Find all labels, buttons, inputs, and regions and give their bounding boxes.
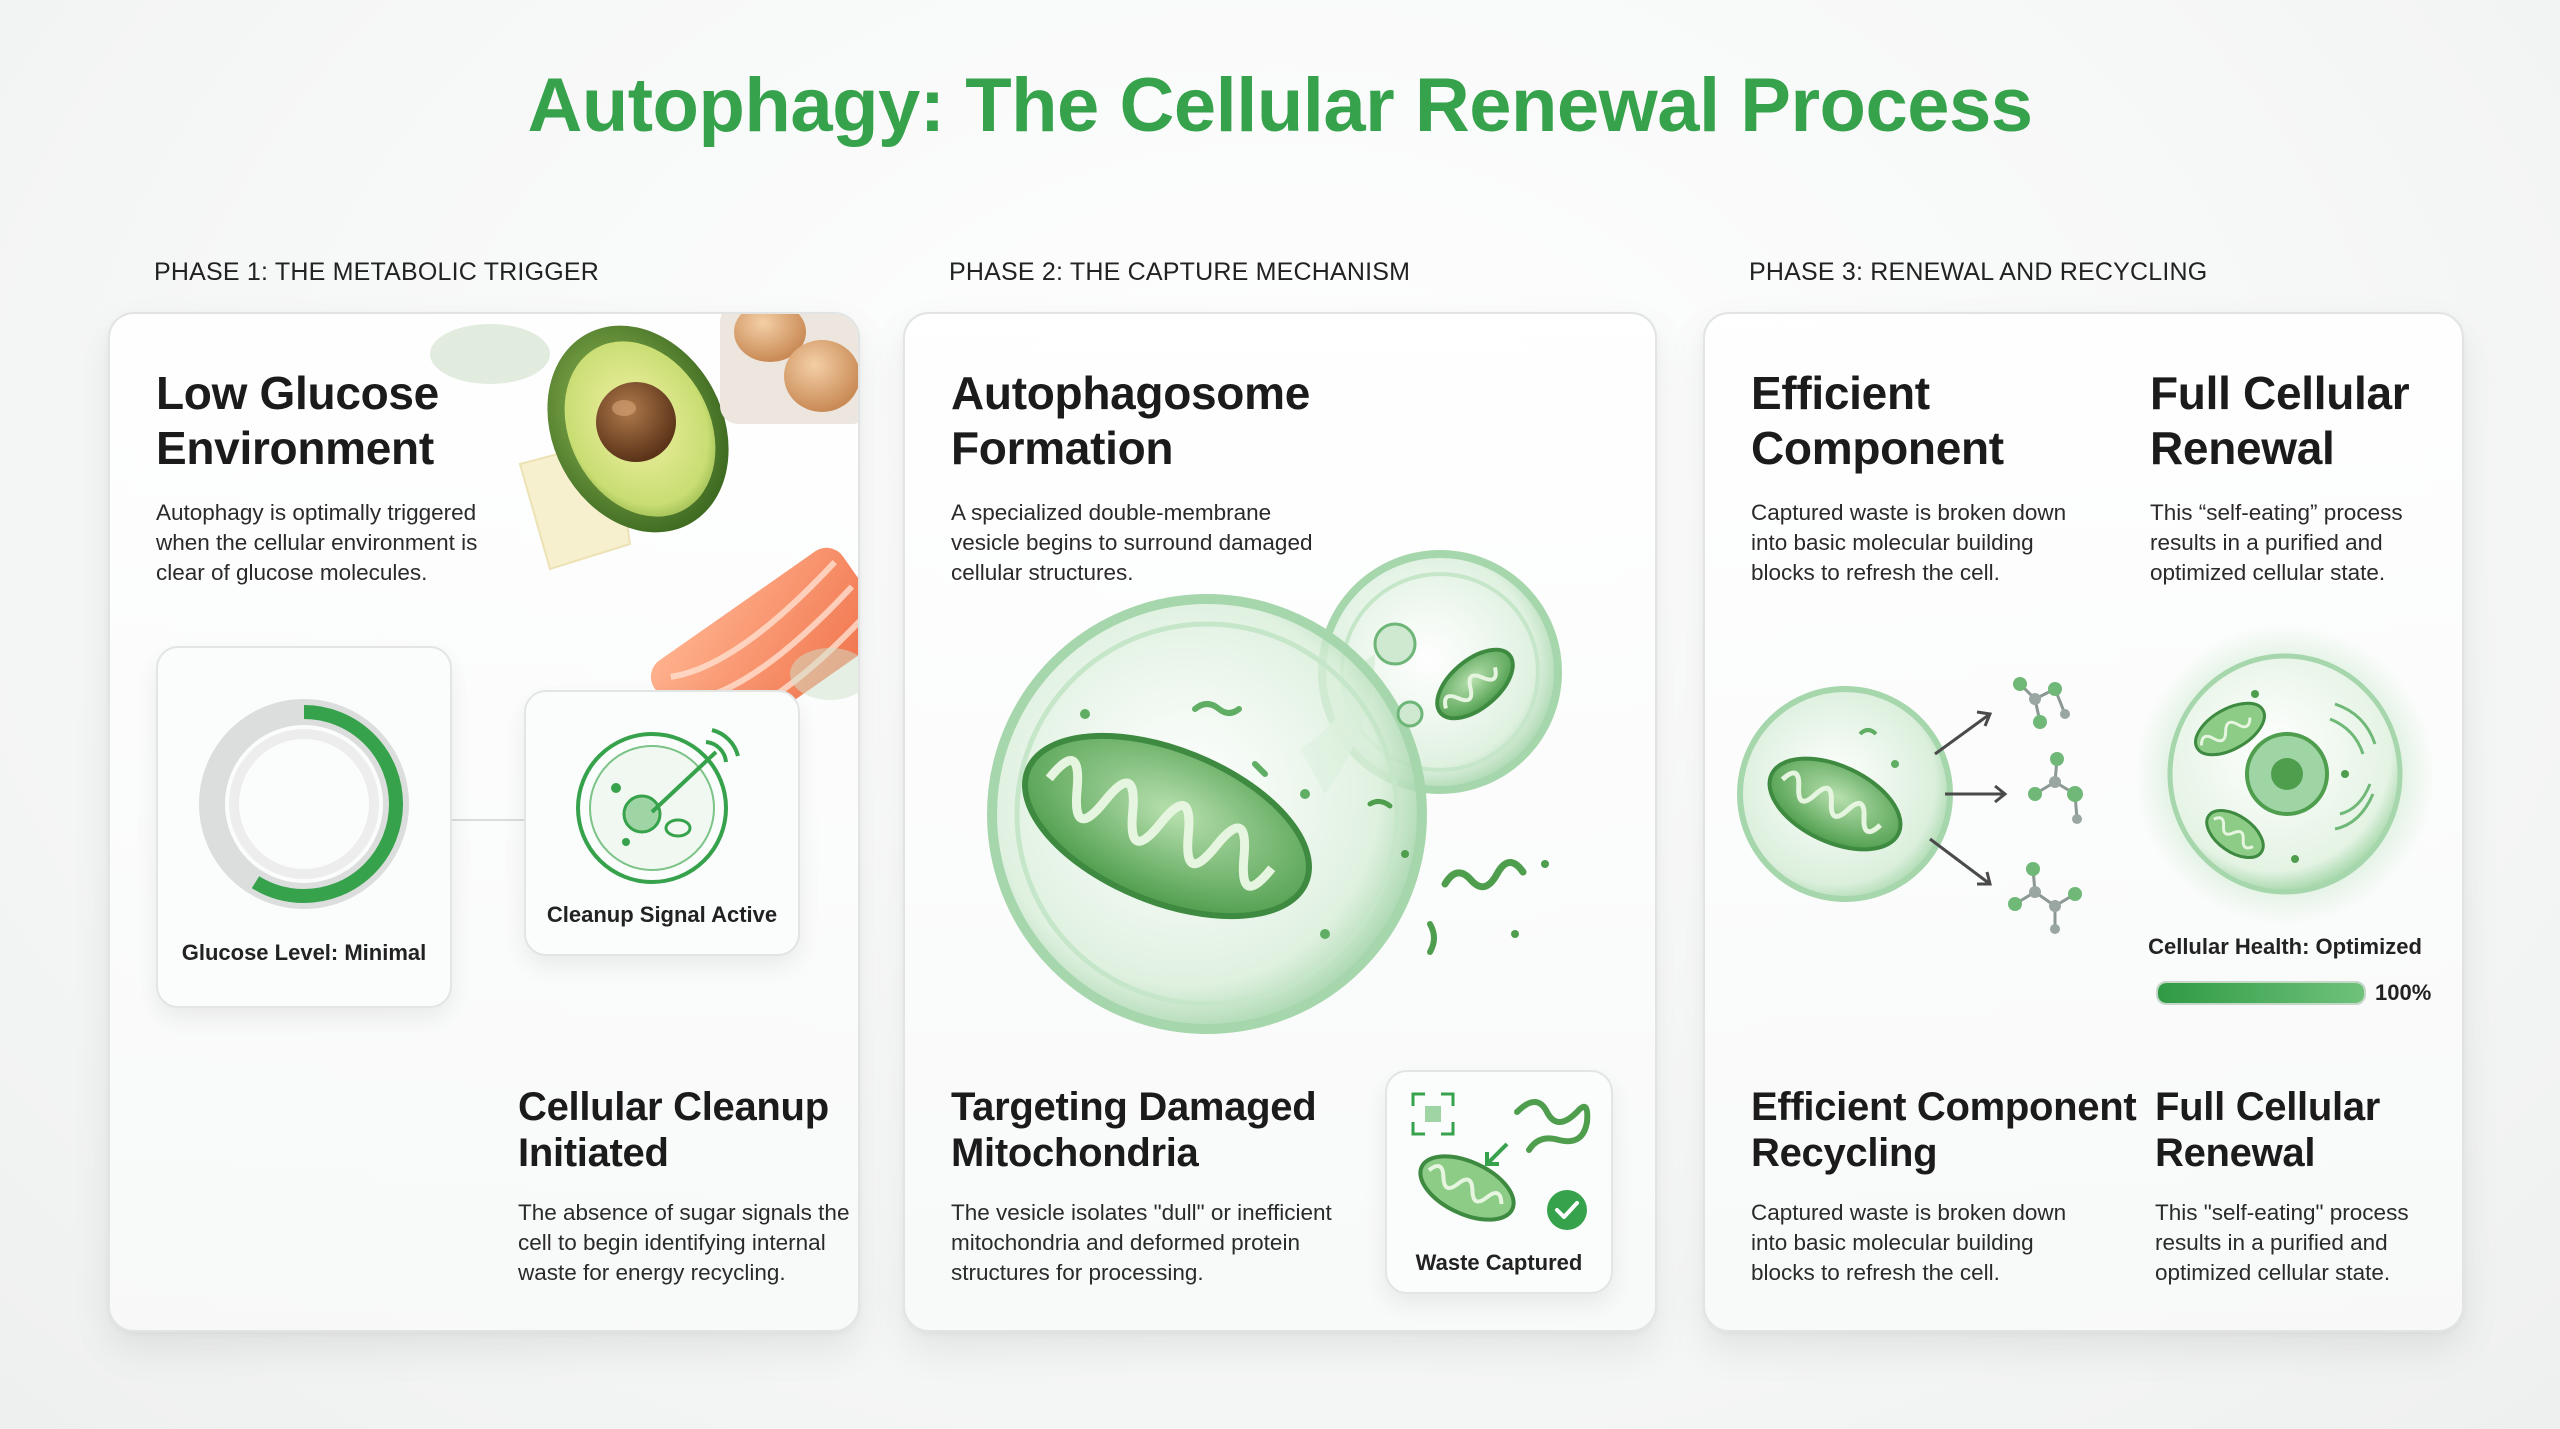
phase-3-col2-heading-line-1: Full Cellular <box>2150 367 2410 419</box>
phase-2-label: PHASE 2: THE CAPTURE MECHANISM <box>949 258 1411 286</box>
connector-line <box>448 819 524 821</box>
phase-3-card: Efficient Component Captured waste is br… <box>1703 312 2464 1332</box>
phase-3-col1-body-line-2: into basic molecular building <box>1751 530 2034 555</box>
autophagosome-illustration <box>987 550 1562 1034</box>
glucose-gauge <box>199 699 409 909</box>
phase-1-subbody-line-3: waste for energy recycling. <box>518 1260 786 1285</box>
phase-3-col1-heading-line-2: Component <box>1751 422 2004 474</box>
phase-1-label: PHASE 1: THE METABOLIC TRIGGER <box>154 258 599 286</box>
food-illustration <box>430 314 858 755</box>
phase-2-body-line-3: cellular structures. <box>951 560 1134 585</box>
glucose-gauge-card: Glucose Level: Minimal <box>156 646 452 1008</box>
cellular-health-label: Cellular Health: Optimized <box>2148 934 2422 959</box>
phase-3-sub1-body-line-1: Captured waste is broken down <box>1751 1200 2067 1225</box>
phase-3-col2-body-line-2: results in a purified and <box>2150 530 2383 555</box>
phase-2-body-line-2: vesicle begins to surround damaged <box>951 530 1313 555</box>
phase-1-body-line-2: when the cellular environment is <box>156 530 478 555</box>
phase-1-body-line-1: Autophagy is optimally triggered <box>156 500 477 525</box>
cleanup-signal-card: Cleanup Signal Active <box>524 690 800 956</box>
cellular-health-bar <box>2156 981 2366 1005</box>
phase-1-body-line-3: clear of glucose molecules. <box>156 560 428 585</box>
phase-3-col1-body-line-3: blocks to refresh the cell. <box>1751 560 2000 585</box>
phase-2-subbody-line-2: mitochondria and deformed protein <box>951 1230 1300 1255</box>
phase-3-col2-body-line-3: optimized cellular state. <box>2150 560 2386 585</box>
phase-1-subbody-line-2: cell to begin identifying internal <box>518 1230 826 1255</box>
phase-3-col1-body-line-1: Captured waste is broken down <box>1751 500 2067 525</box>
phase-2-card: Autophagosome Formation A specialized do… <box>903 312 1657 1332</box>
phase-3-sub2-body-line-3: optimized cellular state. <box>2155 1260 2391 1285</box>
healthy-cell-illustration <box>2135 624 2435 924</box>
phase-2-heading-line-1: Autophagosome <box>951 367 1310 419</box>
phase-2-subbody-line-1: The vesicle isolates "dull" or inefficie… <box>951 1200 1332 1225</box>
phase-3-sub1-body-line-2: into basic molecular building <box>1751 1230 2034 1255</box>
waste-captured-card: Waste Captured <box>1385 1070 1613 1294</box>
phase-3-col2-heading-line-2: Renewal <box>2150 422 2335 474</box>
phase-1-subheading-line-2: Initiated <box>518 1131 669 1175</box>
phase-3-label: PHASE 3: RENEWAL AND RECYCLING <box>1749 258 2208 286</box>
phase-3-col1-heading-line-1: Efficient <box>1751 367 1930 419</box>
glucose-gauge-label: Glucose Level: Minimal <box>181 940 427 965</box>
page-title: Autophagy: The Cellular Renewal Process <box>527 63 2033 148</box>
phase-1-subheading-line-1: Cellular Cleanup <box>518 1085 829 1129</box>
cellular-health-value: 100% <box>2375 980 2432 1005</box>
phase-3-sub1-heading-line-2: Recycling <box>1751 1131 1938 1175</box>
phase-3-sub2-heading-line-2: Renewal <box>2155 1131 2316 1175</box>
phase-2-subbody-line-3: structures for processing. <box>951 1260 1204 1285</box>
phase-1-subbody-line-1: The absence of sugar signals the <box>518 1200 850 1225</box>
phase-3-sub2-heading-line-1: Full Cellular <box>2155 1085 2381 1129</box>
captured-mitochondrion-icon <box>1411 1092 1591 1222</box>
phase-3-sub1-heading-line-1: Efficient Component <box>1751 1085 2137 1129</box>
phase-3-sub1-body-line-3: blocks to refresh the cell. <box>1751 1260 2000 1285</box>
phase-2-subheading-line-2: Mitochondria <box>951 1131 1199 1175</box>
phase-1-card: Low Glucose Environment Autophagy is opt… <box>108 312 860 1332</box>
phase-2-heading-line-2: Formation <box>951 422 1174 474</box>
phase-1-heading-line-1: Low Glucose <box>156 367 439 419</box>
phase-3-col2-body-line-1: This “self-eating” process <box>2150 500 2403 525</box>
check-icon <box>1547 1190 1587 1230</box>
cleanup-signal-label: Cleanup Signal Active <box>546 902 778 927</box>
waste-captured-label: Waste Captured <box>1415 1250 1583 1275</box>
phase-3-sub2-body-line-1: This "self-eating" process <box>2155 1200 2409 1225</box>
phase-2-body-line-1: A specialized double-membrane <box>951 500 1272 525</box>
phase-1-heading-line-2: Environment <box>156 422 434 474</box>
cellular-health-bar-fill <box>2158 983 2364 1003</box>
cell-signal-icon <box>576 728 740 884</box>
phase-3-sub2-body-line-2: results in a purified and <box>2155 1230 2388 1255</box>
recycling-illustration <box>1737 677 2083 934</box>
phase-2-subheading-line-1: Targeting Damaged <box>951 1085 1317 1129</box>
